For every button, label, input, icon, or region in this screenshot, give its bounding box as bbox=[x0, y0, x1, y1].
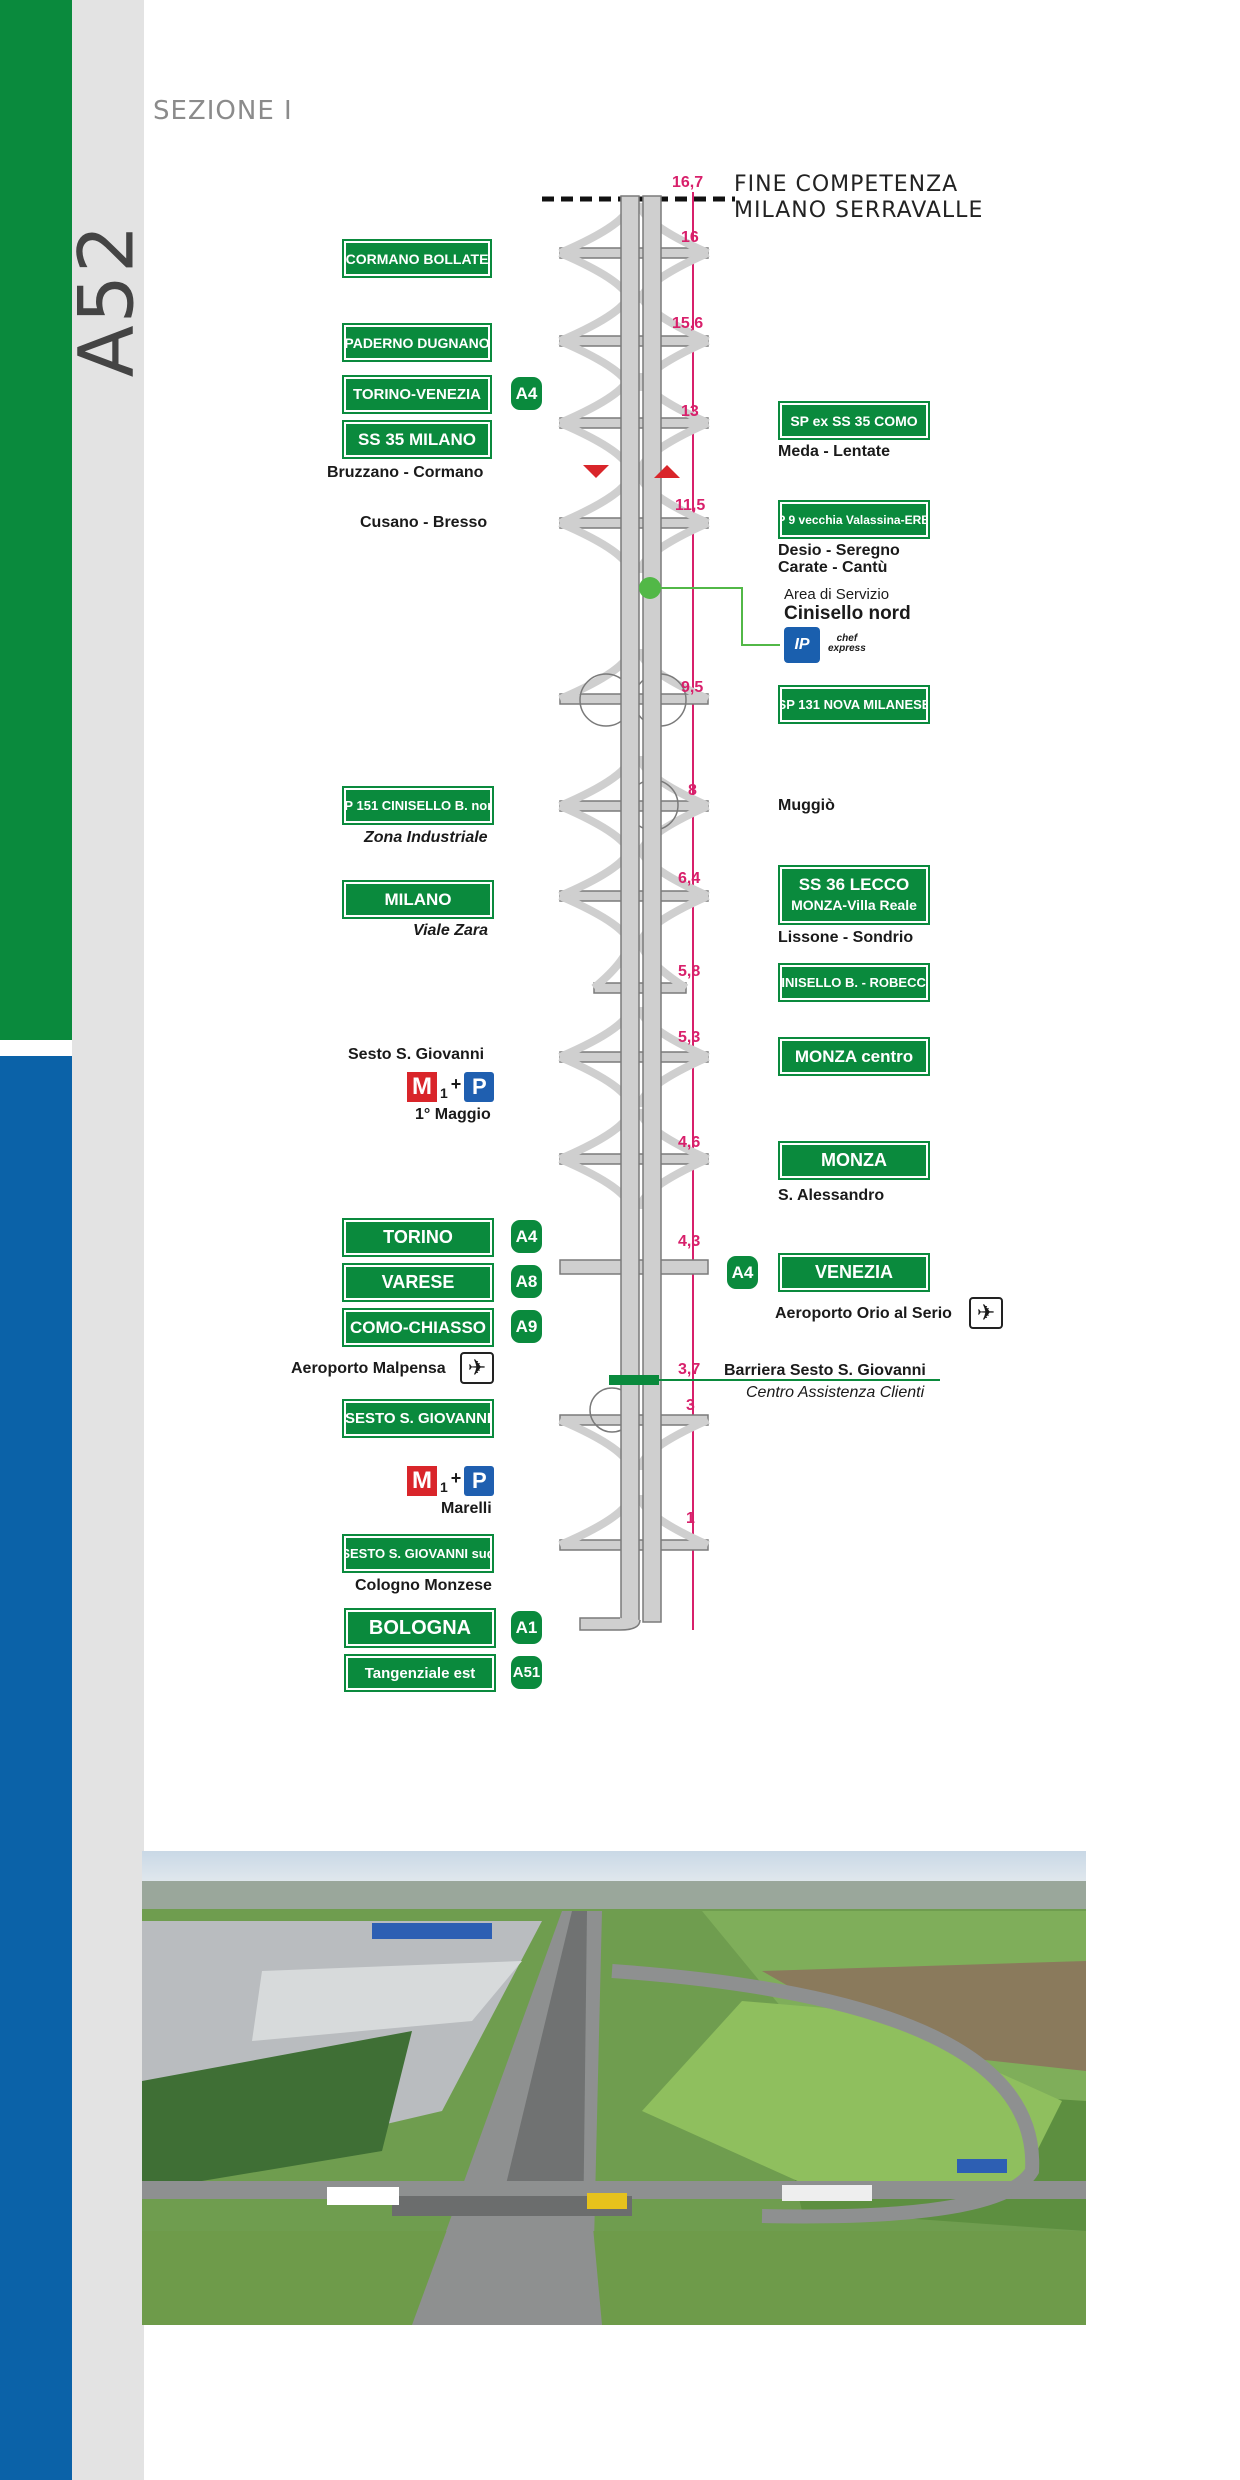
metro-parking-group: M 1 + P bbox=[407, 1466, 495, 1496]
sign-paderno-dugnano: PADERNO DUGNANO bbox=[342, 323, 492, 362]
km-marker: 8 bbox=[688, 782, 697, 799]
km-marker: 5,3 bbox=[678, 1029, 701, 1046]
parking-icon: P bbox=[464, 1072, 495, 1102]
badge-a4: A4 bbox=[511, 1220, 542, 1253]
km-marker: 4,6 bbox=[678, 1134, 701, 1151]
aerial-photo bbox=[142, 1851, 1086, 2325]
sign-sp9: SP 9 vecchia Valassina-ERBA bbox=[769, 500, 939, 539]
label-zona-industriale: Zona Industriale bbox=[364, 829, 488, 846]
km-marker: 4,3 bbox=[678, 1233, 701, 1250]
badge-a4: A4 bbox=[727, 1256, 758, 1289]
metro-line-number: 1 bbox=[440, 1085, 448, 1101]
sign-tangenziale-est: Tangenziale est bbox=[344, 1654, 496, 1692]
sign-sesto-sud: SESTO S. GIOVANNI sud bbox=[341, 1534, 495, 1573]
sign-ss36-line1: SS 36 LECCO bbox=[798, 875, 910, 894]
km-marker: 1 bbox=[686, 1510, 695, 1527]
chef-express-logo: chef express bbox=[828, 634, 866, 654]
km-marker: 11,5 bbox=[675, 497, 706, 514]
badge-a1: A1 bbox=[511, 1611, 542, 1644]
metro-icon: M bbox=[407, 1072, 437, 1102]
mainline-east bbox=[642, 195, 662, 1623]
aerial-photo-illustration bbox=[142, 1851, 1086, 2325]
sign-torino: TORINO bbox=[342, 1218, 494, 1257]
sign-ss36-line2: MONZA-Villa Reale bbox=[791, 897, 917, 913]
chef-logo-line2: express bbox=[828, 643, 866, 654]
km-marker: 3 bbox=[686, 1397, 695, 1414]
sign-sp-ss35-como: SP ex SS 35 COMO bbox=[778, 401, 930, 440]
label-cusano-bresso: Cusano - Bresso bbox=[360, 514, 488, 531]
section-title: SEZIONE I bbox=[153, 96, 293, 126]
label-carate-cantu: Carate - Cantù bbox=[778, 559, 888, 576]
label-cologno-monzese: Cologno Monzese bbox=[355, 1577, 492, 1594]
label-meda-lentate: Meda - Lentate bbox=[778, 443, 891, 460]
end-jurisdiction-line1: FINE COMPETENZA bbox=[734, 172, 959, 197]
toll-barrier bbox=[609, 1375, 659, 1385]
km-marker: 9,5 bbox=[681, 679, 704, 696]
km-marker: 5,8 bbox=[678, 963, 701, 980]
badge-a51: A51 bbox=[511, 1656, 542, 1689]
airplane-icon: ✈ bbox=[460, 1352, 494, 1384]
sign-ss35-milano: SS 35 MILANO bbox=[342, 420, 492, 459]
sign-venezia: VENEZIA bbox=[778, 1253, 930, 1292]
metro-line-number: 1 bbox=[440, 1479, 448, 1495]
label-malpensa: Aeroporto Malpensa bbox=[291, 1360, 446, 1377]
parking-icon: P bbox=[464, 1466, 495, 1496]
sign-sp151: SP 151 CINISELLO B. nord bbox=[336, 786, 500, 825]
sign-como-chiasso: COMO-CHIASSO bbox=[342, 1308, 494, 1347]
mainline-west bbox=[620, 195, 640, 1623]
label-primo-maggio: 1° Maggio bbox=[415, 1106, 491, 1123]
badge-a8: A8 bbox=[511, 1265, 542, 1298]
label-viale-zara: Viale Zara bbox=[413, 922, 489, 939]
grey-band bbox=[72, 0, 144, 2480]
label-lissone-sondrio: Lissone - Sondrio bbox=[778, 929, 914, 946]
sign-torino-venezia: TORINO-VENEZIA bbox=[342, 375, 492, 414]
airplane-icon: ✈ bbox=[969, 1297, 1003, 1329]
direction-triangle-icon bbox=[583, 465, 609, 478]
km-marker: 13 bbox=[681, 403, 699, 420]
metro-icon: M bbox=[407, 1466, 437, 1496]
label-barriera: Barriera Sesto S. Giovanni bbox=[724, 1362, 926, 1379]
sign-cormano-bollate: CORMANO BOLLATE bbox=[342, 239, 492, 278]
sign-sesto-s-giovanni: SESTO S. GIOVANNI bbox=[342, 1399, 494, 1438]
sign-cinisello-robecco: CINISELLO B. - ROBECCO bbox=[772, 963, 936, 1002]
end-jurisdiction-line2: MILANO SERRAVALLE bbox=[734, 198, 984, 223]
plus-sign: + bbox=[450, 1073, 462, 1094]
plus-sign: + bbox=[450, 1467, 462, 1488]
metro-parking-group: M 1 + P bbox=[407, 1072, 495, 1102]
blue-band bbox=[0, 1056, 72, 2480]
label-sesto-giovanni: Sesto S. Giovanni bbox=[348, 1046, 485, 1063]
km-marker: 16,7 bbox=[672, 174, 704, 191]
sign-milano: MILANO bbox=[342, 880, 494, 919]
badge-a4: A4 bbox=[511, 377, 542, 410]
label-area-servizio: Area di Servizio bbox=[784, 586, 890, 603]
km-marker: 3,7 bbox=[678, 1361, 701, 1378]
label-marelli: Marelli bbox=[441, 1500, 492, 1517]
sign-monza: MONZA bbox=[778, 1141, 930, 1180]
sign-sp131: SP 131 NOVA MILANESE bbox=[778, 685, 930, 724]
sign-ss36: SS 36 LECCO MONZA-Villa Reale bbox=[778, 865, 930, 925]
label-muggio: Muggiò bbox=[778, 797, 835, 814]
label-orio-al-serio: Aeroporto Orio al Serio bbox=[775, 1305, 952, 1322]
service-area-dot-icon bbox=[639, 577, 661, 599]
green-band bbox=[0, 0, 72, 1040]
km-marker: 15,6 bbox=[672, 315, 704, 332]
label-cinisello-nord: Cinisello nord bbox=[784, 603, 911, 624]
label-s-alessandro: S. Alessandro bbox=[778, 1187, 885, 1204]
service-area-connector bbox=[661, 587, 780, 646]
label-bruzzano-cormano: Bruzzano - Cormano bbox=[327, 464, 484, 481]
label-centro-assistenza: Centro Assistenza Clienti bbox=[746, 1384, 925, 1401]
km-marker: 6,4 bbox=[678, 870, 701, 887]
direction-triangle-icon bbox=[654, 465, 680, 478]
sign-monza-centro: MONZA centro bbox=[778, 1037, 930, 1076]
badge-a9: A9 bbox=[511, 1310, 542, 1343]
chef-logo-line1: chef bbox=[836, 633, 858, 644]
terminal-curve bbox=[579, 1617, 641, 1631]
sign-bologna: BOLOGNA bbox=[344, 1608, 496, 1648]
sign-varese: VARESE bbox=[342, 1263, 494, 1302]
ip-logo: IP bbox=[784, 627, 820, 663]
label-desio-seregno: Desio - Seregno bbox=[778, 542, 900, 559]
km-marker: 16 bbox=[681, 229, 699, 246]
